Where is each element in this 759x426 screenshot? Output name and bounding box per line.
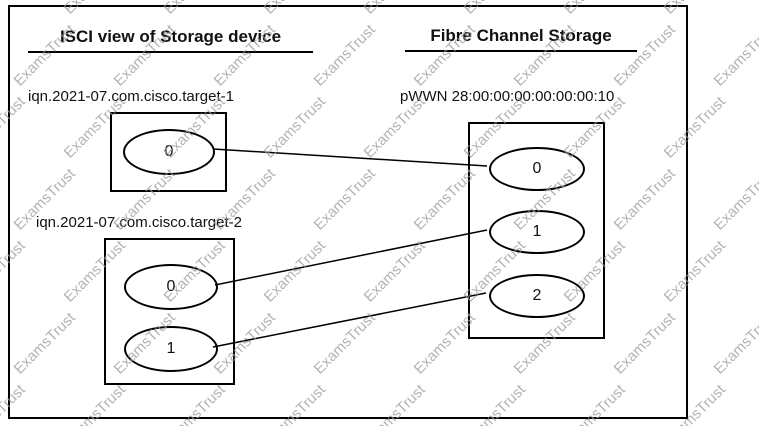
fc-storage-label: pWWN 28:00:00:00:00:00:00:10 [400,88,615,105]
connection-line-t1l0-fc0 [212,148,488,167]
target-1-box: 0 [110,112,227,192]
connection-line-t2l1-fc2 [212,292,487,348]
target-2-box: 0 1 [104,238,235,385]
target-2-lun-1: 1 [124,326,218,372]
target-1-lun-0: 0 [123,129,215,175]
fc-port-0: 0 [489,147,585,191]
right-column-title: Fibre Channel Storage [405,26,637,52]
target-2-label: iqn.2021-07.com.cisco.target-2 [36,214,242,231]
connection-line-t2l0-fc1 [214,229,488,286]
diagram-outer-border [8,5,688,419]
target-1-label: iqn.2021-07.com.cisco.target-1 [28,88,234,105]
target-2-lun-0: 0 [124,264,218,310]
fc-storage-box: 0 1 2 [468,122,605,339]
left-column-title: ISCI view of Storage device [28,27,313,53]
fc-port-2: 2 [489,274,585,318]
fc-port-1: 1 [489,210,585,254]
